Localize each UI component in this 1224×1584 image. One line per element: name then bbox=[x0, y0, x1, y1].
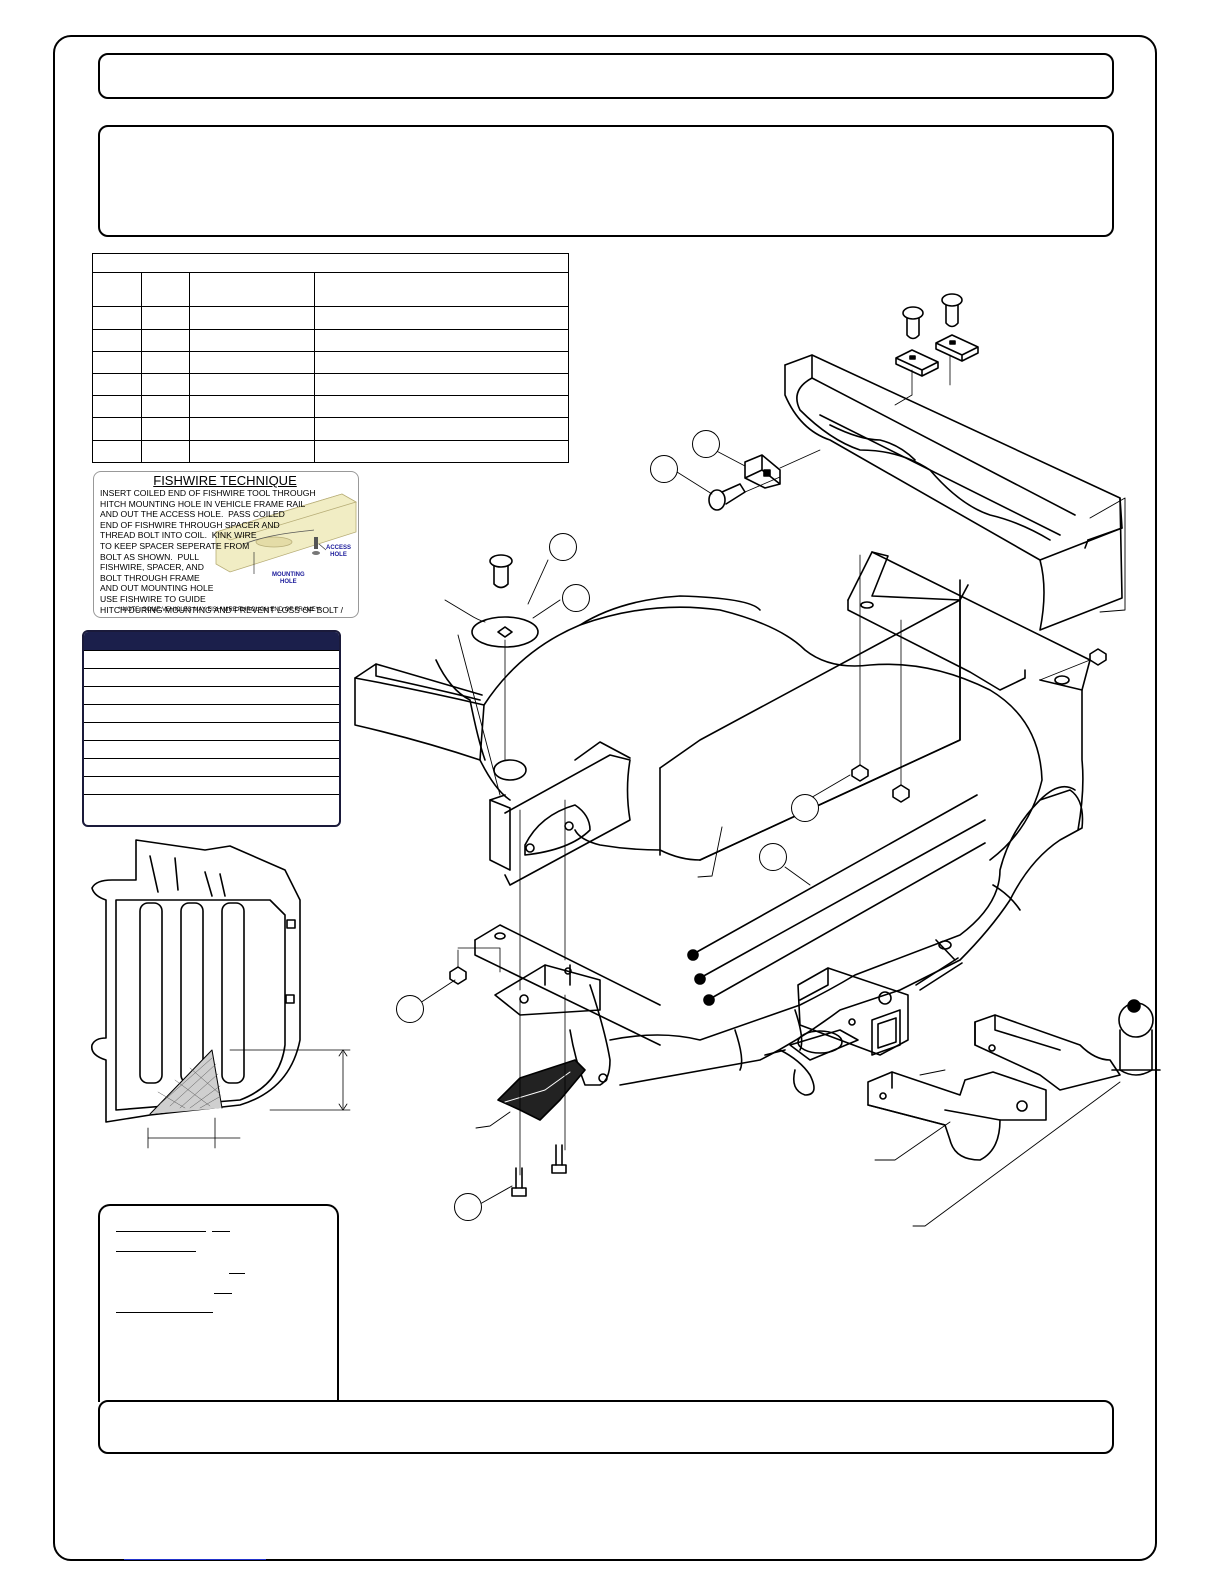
bumper-clearance-diagram bbox=[90, 839, 351, 1149]
frame-rail-illustration bbox=[214, 493, 358, 574]
table-row bbox=[92, 328, 569, 352]
callout-circle bbox=[396, 995, 424, 1023]
notes-box bbox=[98, 1204, 339, 1402]
table-row bbox=[84, 686, 339, 704]
callout-circle bbox=[549, 533, 577, 561]
table-row bbox=[92, 417, 569, 441]
note-underline bbox=[212, 1231, 230, 1232]
title-box bbox=[98, 53, 1114, 99]
callout-circle bbox=[692, 430, 720, 458]
parts-table-header-row bbox=[92, 271, 569, 308]
table-row bbox=[84, 650, 339, 668]
table-row bbox=[84, 794, 339, 812]
parts-table bbox=[92, 253, 569, 464]
table-row bbox=[92, 350, 569, 375]
callout-circle bbox=[650, 455, 678, 483]
note-underline bbox=[116, 1312, 213, 1313]
fishwire-note: **NOTE: SOME VEHICLES MAY FISHWIRE THROU… bbox=[118, 607, 321, 613]
fishwire-bolt-icon bbox=[312, 537, 320, 555]
callout-circle bbox=[562, 584, 590, 612]
footer-box bbox=[98, 1400, 1114, 1454]
note-underline bbox=[214, 1293, 232, 1294]
fishwire-title: FISHWIRE TECHNIQUE bbox=[153, 473, 297, 488]
table-row bbox=[84, 704, 339, 722]
hitch-pin-clip-icon bbox=[764, 939, 963, 1096]
small-spacer-bolt-icon bbox=[708, 454, 781, 511]
table-row bbox=[92, 439, 569, 464]
page-border bbox=[53, 35, 1157, 1561]
leader-lines bbox=[419, 497, 1126, 1227]
mounting-hole-label: MOUNTING HOLE bbox=[272, 572, 305, 585]
table-row bbox=[84, 668, 339, 686]
intro-box bbox=[98, 125, 1114, 237]
vehicle-frame-lower bbox=[354, 579, 1043, 861]
table-row bbox=[84, 722, 339, 740]
note-underline bbox=[116, 1251, 196, 1252]
table-row bbox=[84, 776, 339, 794]
callout-circle bbox=[454, 1193, 482, 1221]
table-row bbox=[92, 372, 569, 397]
ball-mount-icon bbox=[867, 1014, 1121, 1161]
callout-circle bbox=[791, 794, 819, 822]
table-row bbox=[84, 740, 339, 758]
table-row bbox=[84, 758, 339, 776]
fishwire-technique-panel: FISHWIRE TECHNIQUE INSERT COILED END OF … bbox=[93, 471, 359, 618]
fishwire-tool-icon bbox=[687, 794, 986, 1006]
right-bracket bbox=[847, 551, 1091, 831]
spec-table bbox=[82, 630, 341, 827]
note-underline bbox=[116, 1231, 206, 1232]
footer-link-underline[interactable] bbox=[124, 1559, 266, 1560]
hitch-left-bracket bbox=[494, 964, 611, 1121]
carriage-bolt-icon bbox=[902, 293, 963, 340]
hitch-ball-icon bbox=[1111, 999, 1161, 1076]
table-row bbox=[92, 306, 569, 330]
spacer-plate-icon bbox=[895, 334, 979, 377]
vehicle-frame-rail bbox=[784, 354, 1123, 631]
side-mount-plate bbox=[489, 741, 631, 886]
fishwire-instructions: INSERT COILED END OF FISHWIRE TOOL THROU… bbox=[100, 488, 344, 617]
receiver-box bbox=[789, 967, 909, 1061]
callout-circle bbox=[759, 843, 787, 871]
spec-table-header bbox=[84, 632, 339, 650]
hitch-crossbar bbox=[474, 785, 1084, 1086]
table-row bbox=[92, 395, 569, 419]
access-hole-label: ACCESS HOLE bbox=[326, 545, 352, 558]
hex-bolt-icon bbox=[511, 1144, 567, 1197]
carriage-bolt-icon bbox=[489, 554, 513, 589]
note-underline bbox=[229, 1273, 245, 1274]
